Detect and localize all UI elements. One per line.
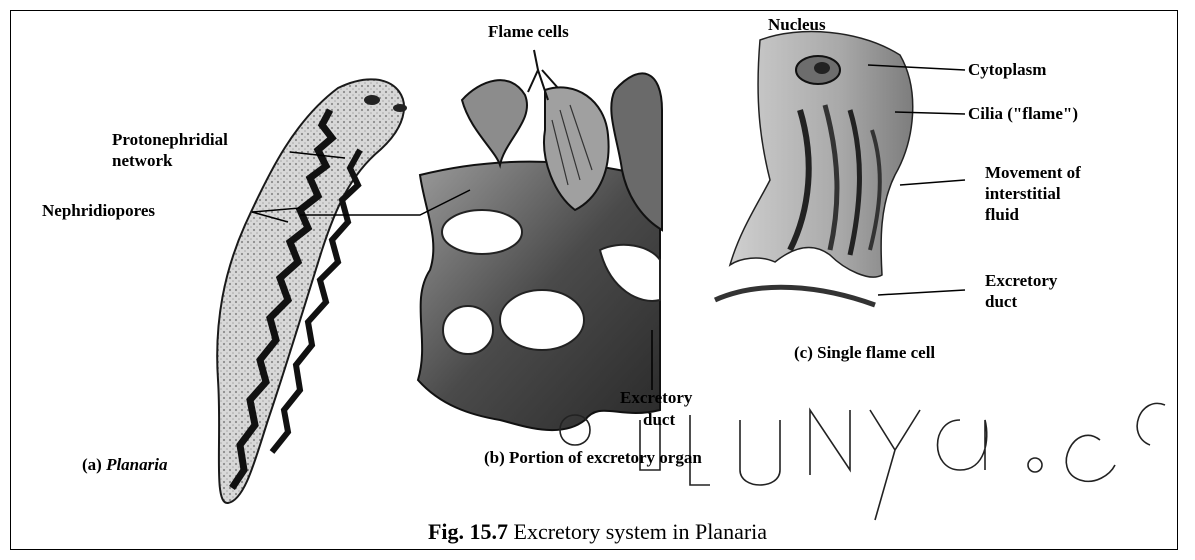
label-protonephridial-1: Protonephridial — [112, 130, 228, 150]
label-part-a-name: Planaria — [106, 455, 167, 474]
label-nephridiopores: Nephridiopores — [42, 201, 155, 221]
label-excretory-duct-b-1: Excretory — [620, 388, 692, 408]
label-movement-1: Movement of — [985, 163, 1081, 183]
label-movement-2: interstitial — [985, 184, 1061, 204]
excretory-organ-portion — [418, 50, 662, 430]
caption-fig-number: Fig. 15.7 — [428, 519, 508, 544]
label-cytoplasm: Cytoplasm — [968, 60, 1046, 80]
label-movement-3: fluid — [985, 205, 1019, 225]
label-protonephridial-2: network — [112, 151, 172, 171]
label-nucleus: Nucleus — [768, 15, 826, 35]
leader-movement — [900, 180, 965, 185]
label-part-a: (a) Planaria — [82, 455, 167, 475]
label-part-b: (b) Portion of excretory organ — [484, 448, 702, 468]
leader-excretory-duct-c — [878, 290, 965, 295]
figure-caption: Fig. 15.7 Excretory system in Planaria — [0, 519, 1195, 545]
label-part-c: (c) Single flame cell — [794, 343, 935, 363]
label-cilia: Cilia ("flame") — [968, 104, 1078, 124]
label-excretory-duct-c-1: Excretory — [985, 271, 1057, 291]
label-excretory-duct-c-2: duct — [985, 292, 1017, 312]
single-flame-cell — [715, 32, 913, 305]
label-part-a-prefix: (a) — [82, 455, 102, 474]
label-excretory-duct-b-2: duct — [643, 410, 675, 430]
label-flame-cells: Flame cells — [488, 22, 569, 42]
caption-text: Excretory system in Planaria — [508, 519, 767, 544]
planaria-body — [217, 79, 407, 503]
